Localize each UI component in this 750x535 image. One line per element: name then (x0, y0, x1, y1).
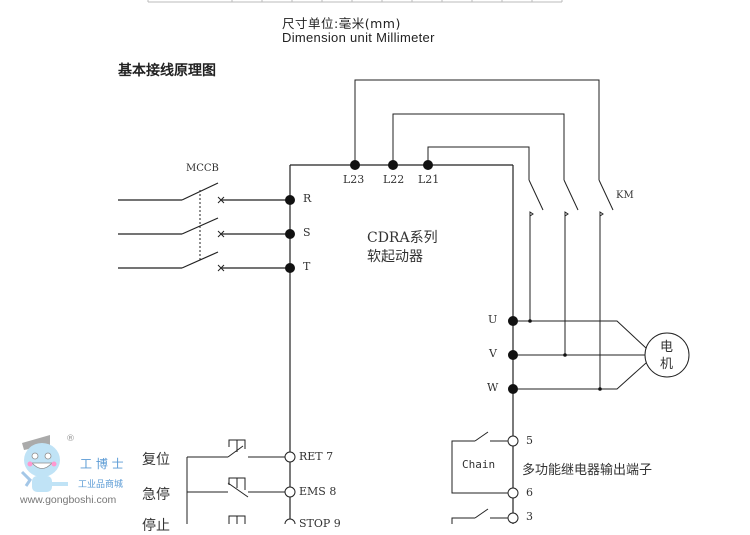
relay-wiring (451, 431, 508, 524)
terminal-dot-v (508, 350, 518, 360)
relay-output-label: 多功能继电器输出端子 (522, 463, 653, 478)
motor-label-line2: 机 (660, 357, 674, 372)
device-name-line2: 软起动器 (367, 249, 423, 265)
terminal-label-s: S (303, 226, 311, 239)
terminal-label-l21: L21 (418, 173, 440, 186)
terminal-label-l22: L22 (383, 173, 405, 186)
control-function-stop: 停止 (142, 518, 170, 534)
device-name-line1: CDRA系列 (367, 230, 438, 246)
motor-label-line1: 电 (660, 340, 674, 355)
control-terminal-ret: RET 7 (299, 450, 334, 463)
terminal-dot-l22 (388, 160, 398, 170)
terminal-dot-t (285, 263, 295, 273)
section-title: 基本接线原理图 (118, 63, 216, 79)
watermark-mascot (20, 435, 68, 492)
dimension-table-fragment (147, 0, 563, 3)
control-input-wiring (186, 439, 285, 524)
junction-dot-u (528, 319, 532, 323)
junction-dot-w (598, 387, 602, 391)
dimension-unit-cn: 尺寸单位:毫米(mm) (282, 16, 401, 31)
watermark-brand: 工 博 士 (80, 457, 124, 471)
mccb-label: MCCB (186, 163, 219, 174)
terminal-label-v: V (489, 347, 497, 360)
terminal-6 (507, 487, 519, 499)
terminal-3 (507, 512, 519, 524)
control-function-reset: 复位 (142, 452, 170, 468)
bypass-wiring (354, 79, 614, 389)
motor-symbol (644, 332, 690, 378)
terminal-dot-l23 (350, 160, 360, 170)
junction-dot-v (563, 353, 567, 357)
watermark-subtitle: 工业品商城 (78, 480, 124, 490)
terminal-dot-r (285, 195, 295, 205)
terminal-label-l23: L23 (343, 173, 365, 186)
terminal-ret (284, 451, 296, 463)
relay-terminal-3: 3 (526, 510, 533, 523)
terminal-dot-w (508, 384, 518, 394)
relay-terminal-6: 6 (526, 486, 533, 499)
watermark-registered-mark: ® (66, 434, 75, 444)
terminal-ems (284, 486, 296, 498)
terminal-label-u: U (488, 313, 498, 326)
watermark-url: www.gongboshi.com (20, 494, 117, 506)
control-terminal-ems: EMS 8 (299, 485, 337, 498)
terminal-5 (507, 435, 519, 447)
relay-chain-label: Chain (462, 458, 496, 471)
terminal-stop (284, 518, 296, 524)
km-label: KM (616, 190, 634, 201)
dimension-unit-en: Dimension unit Millimeter (282, 30, 435, 45)
terminal-dot-s (285, 229, 295, 239)
control-function-emergency-stop: 急停 (142, 487, 170, 503)
terminal-dot-u (508, 316, 518, 326)
relay-terminal-5: 5 (526, 434, 533, 447)
terminal-dot-l21 (423, 160, 433, 170)
mccb-breaker (118, 182, 290, 269)
wiring-diagram (20, 0, 690, 524)
motor-wiring (513, 320, 647, 390)
terminal-label-w: W (487, 381, 499, 394)
terminal-label-r: R (303, 192, 312, 205)
terminal-label-t: T (303, 260, 311, 273)
